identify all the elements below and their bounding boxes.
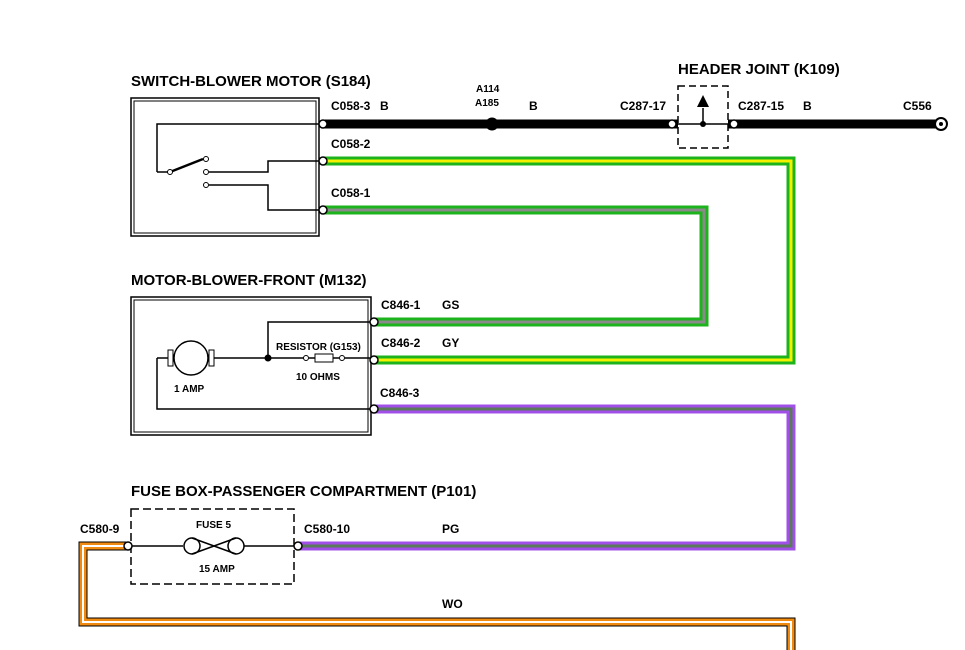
resistor-value: 10 OHMS — [296, 372, 340, 383]
wire-code-b-2: B — [529, 99, 538, 113]
wire-pg — [298, 404, 796, 551]
wire-code-gy: GY — [442, 336, 459, 350]
fuse-box-title: FUSE BOX-PASSENGER COMPARTMENT (P101) — [131, 483, 476, 500]
splice-dot — [485, 117, 499, 131]
motor-icon — [173, 340, 209, 376]
connector-c580-9: C580-9 — [80, 522, 120, 536]
motor-title: MOTOR-BLOWER-FRONT (M132) — [131, 272, 367, 289]
fuse-box — [123, 508, 303, 585]
resistor-label: RESISTOR (G153) — [276, 342, 361, 353]
wire-wo — [78, 541, 796, 650]
ground-eyelet-icon — [934, 117, 948, 131]
wire-gs — [322, 205, 709, 327]
connector-c287-17: C287-17 — [620, 99, 666, 113]
wire-code-pg: PG — [442, 522, 459, 536]
splice-label-a114: A114 — [476, 84, 500, 95]
fuse-icon — [183, 537, 245, 555]
connector-c846-2: C846-2 — [381, 336, 421, 350]
connector-c580-10: C580-10 — [304, 522, 350, 536]
connector-c287-15: C287-15 — [738, 99, 784, 113]
wire-gy — [322, 156, 796, 365]
connector-c846-1: C846-1 — [381, 298, 421, 312]
ground-label-c556: C556 — [903, 99, 932, 113]
motor-blower-front — [130, 296, 379, 436]
motor-rating: 1 AMP — [174, 384, 205, 395]
fuse-label: FUSE 5 — [196, 520, 231, 531]
wire-code-b-3: B — [803, 99, 812, 113]
fuse-rating: 15 AMP — [199, 564, 235, 575]
header-joint-title: HEADER JOINT (K109) — [678, 61, 840, 78]
header-joint — [667, 85, 739, 149]
connector-c058-2: C058-2 — [331, 137, 371, 151]
splice-label-a185: A185 — [475, 98, 499, 109]
switch-title: SWITCH-BLOWER MOTOR (S184) — [131, 73, 371, 90]
connector-c846-3: C846-3 — [380, 386, 420, 400]
wire-code-wo: WO — [442, 597, 463, 611]
connector-c058-1: C058-1 — [331, 186, 371, 200]
switch-blower-motor — [130, 97, 328, 237]
connector-c058-3: C058-3 — [331, 99, 371, 113]
wire-code-b-1: B — [380, 99, 389, 113]
wire-code-gs: GS — [442, 298, 459, 312]
resistor-icon — [314, 353, 334, 363]
